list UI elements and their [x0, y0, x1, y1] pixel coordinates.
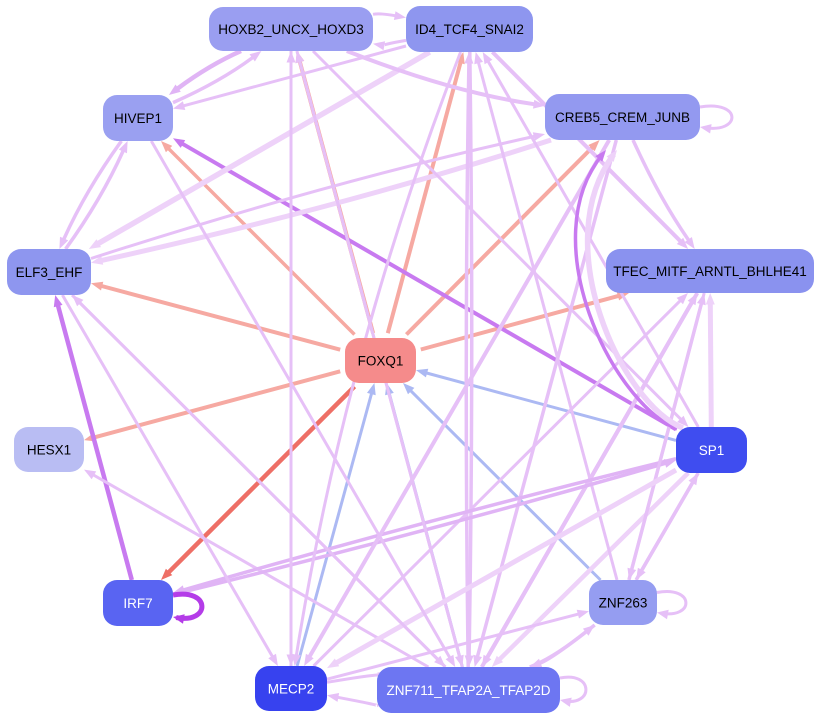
svg-text:ELF3_EHF: ELF3_EHF	[16, 265, 83, 280]
svg-text:HESX1: HESX1	[27, 443, 71, 458]
svg-text:ZNF711_TFAP2A_TFAP2D: ZNF711_TFAP2A_TFAP2D	[386, 683, 550, 698]
svg-text:MECP2: MECP2	[268, 682, 315, 697]
svg-text:HOXB2_UNCX_HOXD3: HOXB2_UNCX_HOXD3	[218, 22, 364, 37]
svg-text:SP1: SP1	[699, 443, 725, 458]
svg-text:TFEC_MITF_ARNTL_BHLHE41: TFEC_MITF_ARNTL_BHLHE41	[613, 264, 807, 279]
svg-text:IRF7: IRF7	[123, 596, 152, 611]
svg-text:CREB5_CREM_JUNB: CREB5_CREM_JUNB	[555, 110, 690, 125]
svg-text:FOXQ1: FOXQ1	[358, 354, 404, 369]
svg-text:ZNF263: ZNF263	[599, 596, 648, 611]
svg-text:ID4_TCF4_SNAI2: ID4_TCF4_SNAI2	[415, 22, 524, 37]
svg-text:HIVEP1: HIVEP1	[114, 111, 162, 126]
